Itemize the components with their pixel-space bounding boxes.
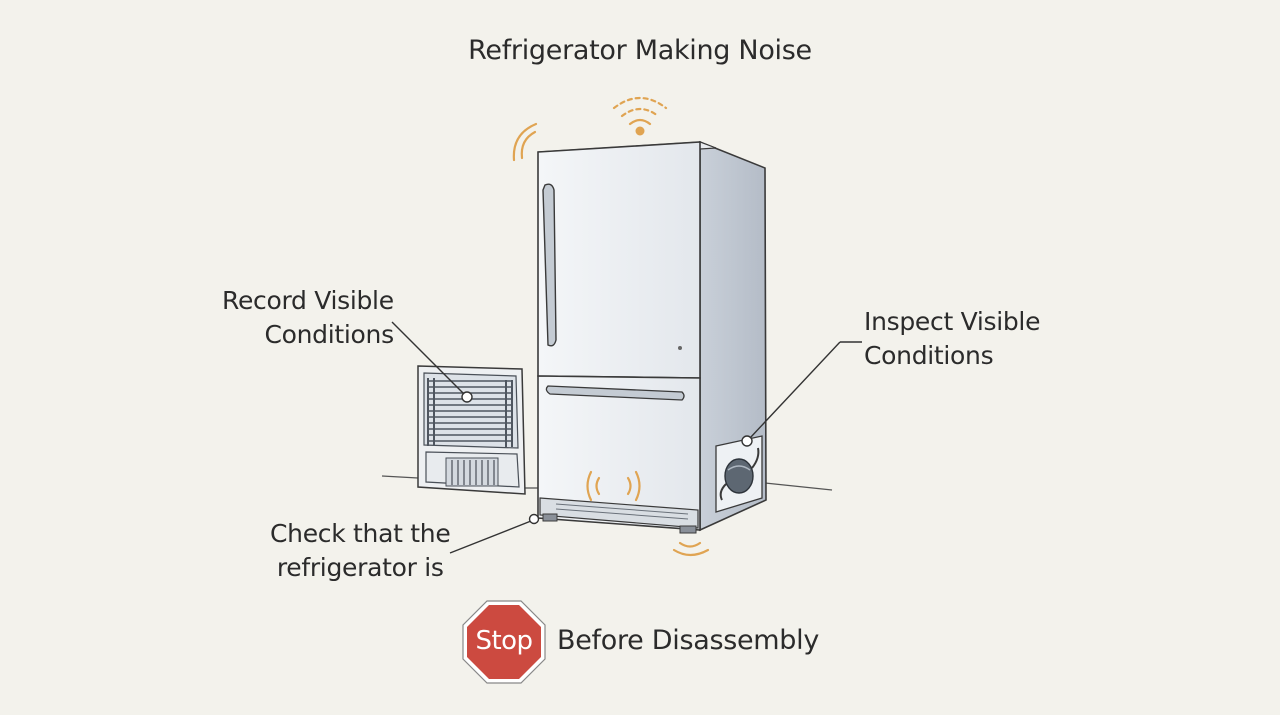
callout-inspect-visible-conditions: Inspect Visible Conditions (864, 305, 1040, 373)
page-title: Refrigerator Making Noise (468, 35, 812, 66)
stop-caption: Before Disassembly (557, 625, 820, 656)
sound-waves (512, 96, 710, 557)
callout-line: Inspect Visible (864, 307, 1041, 336)
callout-leaders (391, 321, 862, 554)
condenser-coil-panel (417, 365, 526, 495)
callout-line: Conditions (864, 341, 994, 370)
callout-line: refrigerator is (276, 553, 444, 582)
callout-line: Check that the (270, 519, 451, 548)
callout-line: Record Visible (222, 286, 394, 315)
callout-record-visible-conditions: Record Visible Conditions (222, 284, 394, 352)
record-leader (391, 321, 466, 396)
refrigerator (537, 140, 767, 534)
stop-sign-icon (462, 600, 546, 684)
callout-check-refrigerator: Check that the refrigerator is (270, 517, 451, 585)
fridge-door (537, 141, 701, 379)
check-leader (449, 520, 532, 554)
callout-line: Conditions (264, 320, 394, 349)
compressor-compartment (715, 435, 763, 513)
stop-sign-text: Stop (475, 626, 533, 656)
drawer-handle (545, 385, 685, 401)
freezer-drawer (537, 375, 701, 531)
inspect-leader (749, 341, 841, 439)
door-handle (542, 183, 557, 347)
